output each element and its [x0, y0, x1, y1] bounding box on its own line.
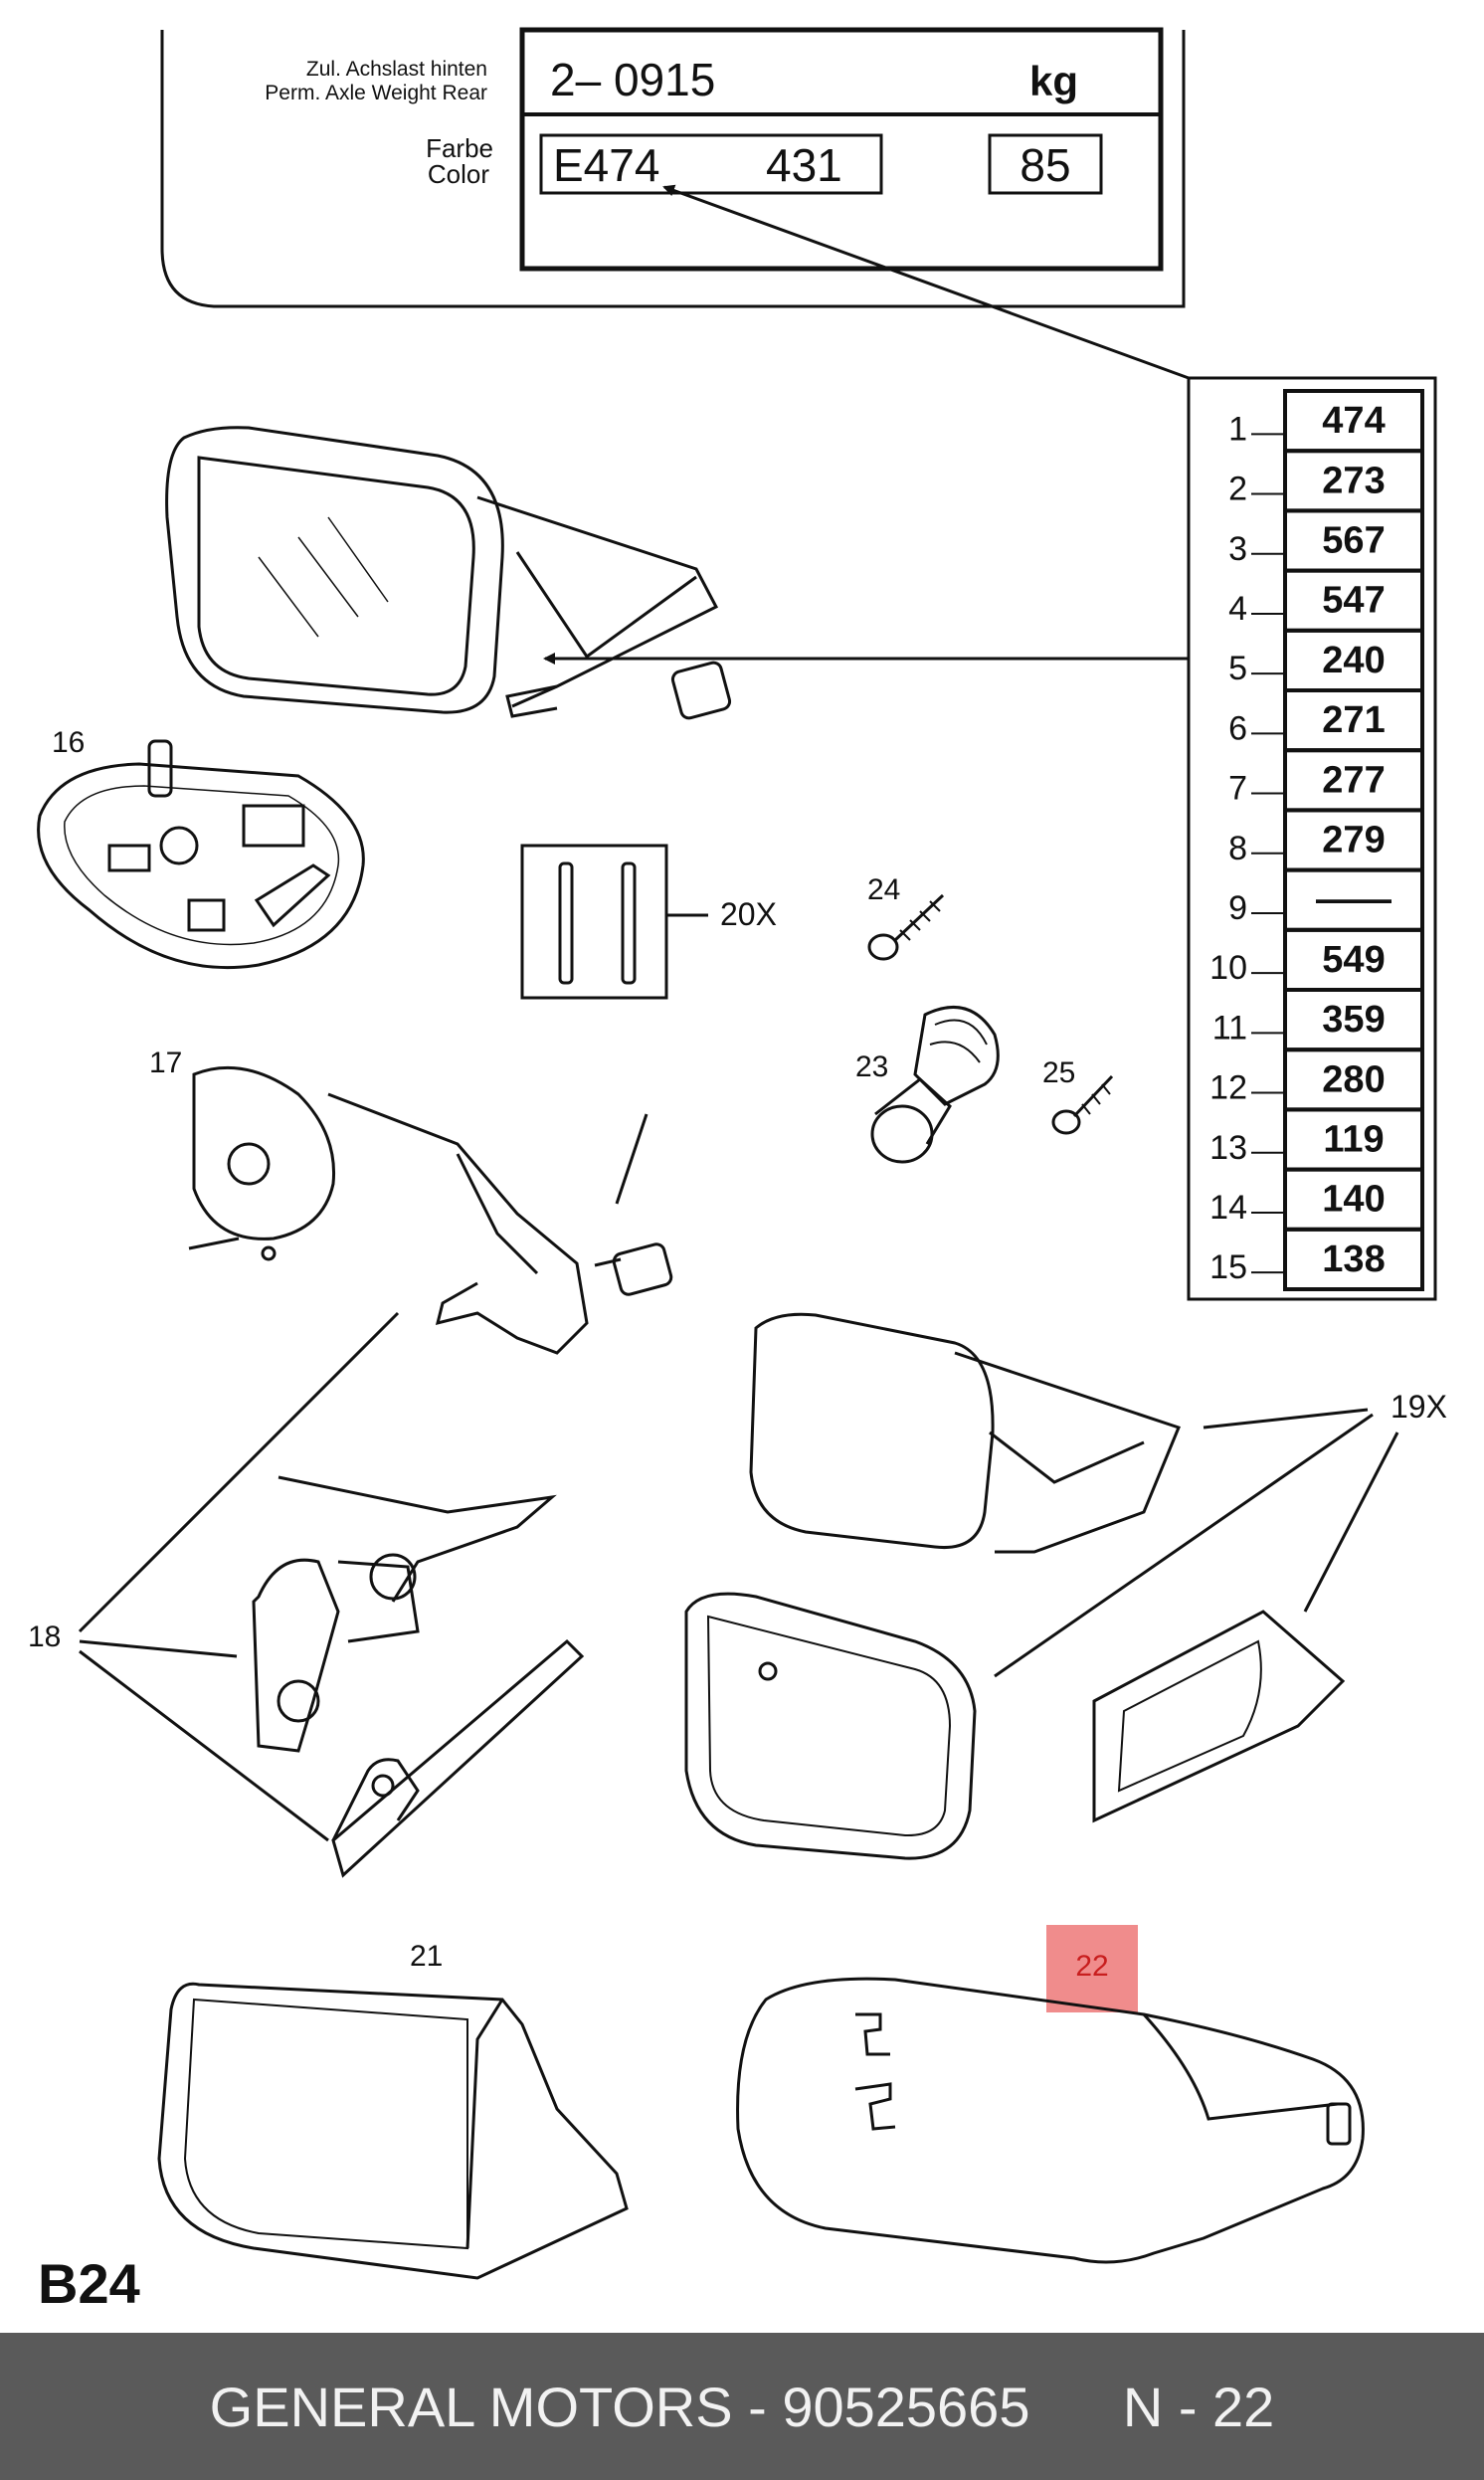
code-row-index: 11: [1212, 1009, 1247, 1047]
callout-24: 24: [867, 873, 900, 906]
code-row-value: 549: [1322, 939, 1385, 981]
code-table-row: 14 140: [1209, 1167, 1424, 1232]
footer-bar: GENERAL MOTORS - 90525665 N - 22: [0, 2333, 1484, 2480]
code-table-row: 7 277: [1228, 748, 1424, 813]
part-20x-pins: [520, 844, 708, 1000]
callout-17: 17: [149, 1047, 182, 1079]
code-table-row: 1 474: [1228, 389, 1424, 454]
code-table-row: 8 279: [1228, 808, 1424, 872]
part-18-mounting-brackets: [252, 1475, 585, 1878]
part-22-mirror-cover: [736, 1977, 1365, 2264]
code-table-row: 4 547: [1228, 568, 1424, 633]
code-table-row: 3 567: [1228, 508, 1424, 573]
code-row-index: 8: [1228, 830, 1247, 867]
callout-19x: 19X: [1391, 1389, 1447, 1425]
code-table-row: 12 280: [1209, 1048, 1424, 1112]
code-row-index: 1: [1228, 410, 1247, 448]
code-row-index: 15: [1209, 1248, 1247, 1286]
axle-weight-value: 2– 0915: [550, 54, 715, 105]
code-row-value: 474: [1322, 400, 1385, 442]
callout-22-highlight: [1046, 1925, 1138, 2012]
axle-weight-unit: kg: [1029, 58, 1078, 104]
code-cell-box: [1283, 1227, 1424, 1292]
code-row-index: 3: [1228, 530, 1247, 568]
code-row-index: 14: [1209, 1189, 1247, 1227]
part-25-screw: [1051, 1074, 1114, 1135]
code-row-value: 271: [1322, 699, 1385, 741]
part-24-screw: [867, 893, 945, 961]
callout-25: 25: [1042, 1056, 1075, 1089]
code-row-value: 140: [1322, 1179, 1385, 1221]
code-table-row: 13 119: [1209, 1107, 1424, 1172]
code-row-index: 6: [1228, 709, 1247, 747]
code-row-index: 5: [1228, 650, 1247, 687]
part-21-mirror-frame: [157, 1982, 629, 2280]
code-table: 1 474 2 273 3 567 4 547 5 240 6 271 7 277 8 279 9 —— 10 549…: [1187, 376, 1437, 1301]
code-row-value: 138: [1322, 1239, 1385, 1280]
callout-23: 23: [855, 1050, 888, 1083]
code-row-value: 119: [1323, 1119, 1384, 1161]
part-16-mirror-glass-heater: [37, 739, 365, 970]
code-row-index: 7: [1228, 770, 1247, 808]
code-row-value: 240: [1322, 640, 1385, 681]
section-label: B24: [38, 2252, 140, 2315]
code-row-index: 13: [1209, 1129, 1247, 1167]
callout-20x: 20X: [720, 896, 777, 932]
mirror-assembly-illustration: [165, 426, 732, 720]
callout-21: 21: [410, 1940, 443, 1973]
code-table-row: 5 240: [1228, 628, 1424, 692]
exploded-parts-diagram: Zul. Achslast hinten Perm. Axle Weight R…: [28, 27, 1447, 2315]
code-table-row: 15 138: [1209, 1227, 1424, 1292]
callout-19x-leaders: [994, 1408, 1399, 1678]
code-row-index: 10: [1209, 949, 1247, 987]
code-row-value: 359: [1322, 999, 1385, 1041]
color-number: 431: [766, 139, 842, 191]
code-table-row: 10 549: [1209, 927, 1424, 992]
code-table-row: 6 271: [1228, 688, 1424, 753]
callout-18: 18: [28, 1621, 61, 1653]
code-row-value: 567: [1322, 520, 1385, 562]
leader-arrows: [543, 184, 1190, 665]
color-label-de: Farbe: [426, 133, 493, 163]
color-code: E474: [553, 139, 659, 191]
code-table-row: 2 273: [1228, 449, 1424, 513]
code-row-index: 4: [1228, 590, 1247, 628]
code-row-value: 273: [1322, 460, 1385, 501]
axle-weight-label-en: Perm. Axle Weight Rear: [265, 82, 487, 104]
code-table-row: 11 359: [1212, 988, 1424, 1052]
part-19x-mirror-housing-parts: [684, 1312, 1346, 1860]
axle-weight-label-de: Zul. Achslast hinten: [306, 58, 487, 81]
part-17-actuator-motor: [188, 1065, 673, 1355]
part-23-rubber-boot: [870, 1006, 1000, 1164]
code-row-value: 547: [1322, 580, 1385, 622]
code-table-row: 9 ——: [1228, 867, 1424, 932]
code-row-index: 12: [1209, 1069, 1247, 1107]
callout-22: 22: [1075, 1950, 1108, 1983]
callout-16: 16: [52, 726, 85, 759]
code-row-value: 280: [1322, 1058, 1385, 1100]
code-row-value: ——: [1316, 879, 1391, 921]
vehicle-id-plate: [160, 27, 1186, 308]
color-label-en: Color: [428, 159, 489, 189]
code-row-value: 277: [1322, 759, 1385, 801]
color-extra: 85: [1020, 139, 1070, 191]
code-row-value: 279: [1322, 820, 1385, 861]
callout-18-leaders: [78, 1311, 400, 1842]
footer-text: GENERAL MOTORS - 90525665 N - 22: [209, 2376, 1275, 2438]
code-row-index: 2: [1228, 471, 1247, 508]
code-row-index: 9: [1228, 889, 1247, 927]
